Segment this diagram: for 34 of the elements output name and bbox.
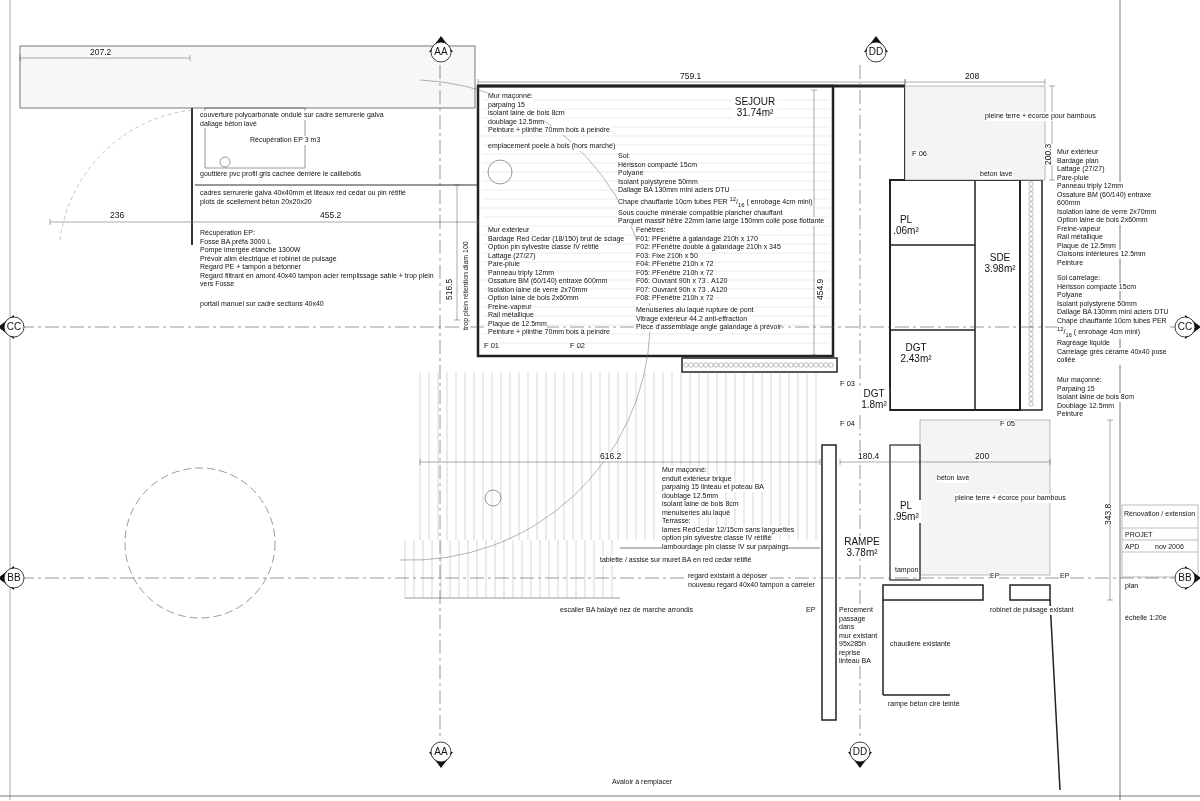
room-area: .95m² xyxy=(893,511,919,522)
section-label: AA xyxy=(434,747,448,757)
room-area: 3.98m² xyxy=(984,263,1016,274)
section-label: CC xyxy=(1177,322,1193,332)
room-area: 2.43m² xyxy=(900,353,932,364)
room-name: RAMPE xyxy=(844,537,880,548)
dimension-text: 208 xyxy=(965,72,980,81)
dimension-text: 200 xyxy=(975,452,990,461)
room-name: PL xyxy=(898,501,914,512)
dimension-text: 616.2 xyxy=(600,452,622,461)
dimension-text: 455.2 xyxy=(320,211,342,220)
dimension-text: 516.5 xyxy=(445,278,454,300)
room-area: .06m² xyxy=(893,225,919,236)
section-label: AA xyxy=(434,47,448,57)
dimension-text: 759.1 xyxy=(680,72,702,81)
room-name: DGT xyxy=(862,389,886,400)
dimension-text: 454.9 xyxy=(816,278,825,300)
dimension-text: 236 xyxy=(110,211,125,220)
section-label: DD xyxy=(852,747,868,757)
section-label: DD xyxy=(868,47,884,57)
dimension-text: 207.2 xyxy=(90,48,112,57)
room-name: SEJOUR xyxy=(734,97,776,108)
dimension-text: 180.4 xyxy=(858,452,880,461)
room-area: 1.8m² xyxy=(861,399,887,410)
room-name: DGT xyxy=(904,343,928,354)
room-area: 31.74m² xyxy=(734,107,776,118)
dimension-text: 200.3 xyxy=(1044,143,1053,165)
section-label: BB xyxy=(1178,573,1192,583)
room-area: 3.78m² xyxy=(844,547,880,558)
room-name: PL xyxy=(898,215,914,226)
section-label: CC xyxy=(6,322,22,332)
section-label: BB xyxy=(7,573,21,583)
room-name: SDE xyxy=(988,253,1012,264)
dimension-text: 343.8 xyxy=(1104,503,1113,525)
